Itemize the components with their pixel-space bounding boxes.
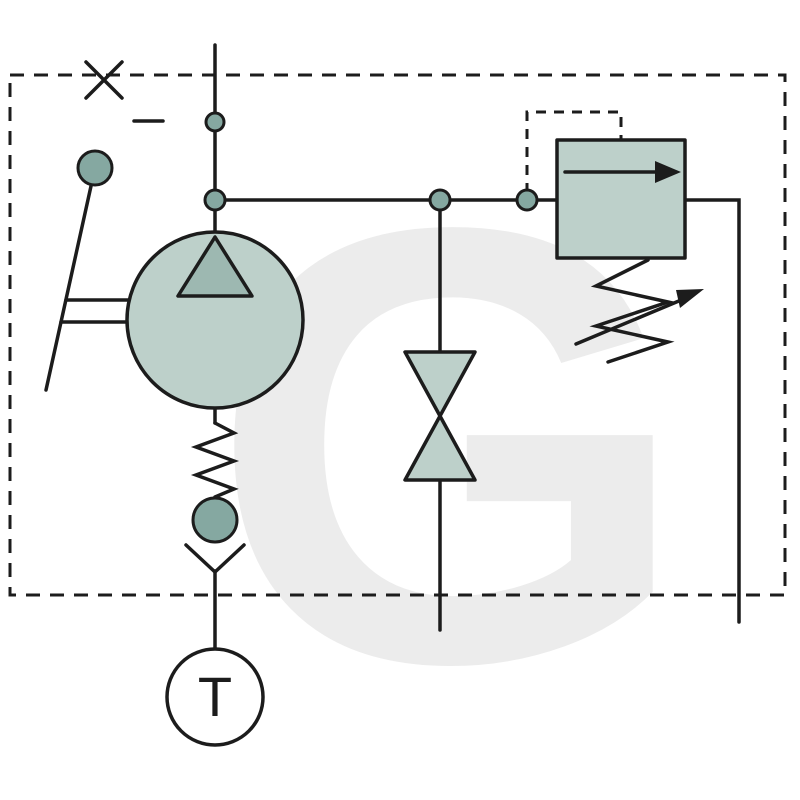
check-valve-seat xyxy=(184,543,246,575)
node-pilot-branch xyxy=(515,188,539,212)
conduit-lines xyxy=(213,43,741,651)
junction-nodes xyxy=(203,111,539,212)
tank-symbol: T xyxy=(165,647,265,747)
pump-body xyxy=(125,230,305,410)
adjustment-arrow-line xyxy=(574,296,688,346)
node-throttle-branch xyxy=(428,188,452,212)
lever-knob xyxy=(76,149,114,187)
relief-outlet-line xyxy=(683,198,741,624)
throttle-upper-triangle xyxy=(403,350,477,418)
node-pump-outlet xyxy=(203,188,227,212)
tank-label: T xyxy=(198,665,232,728)
pilot-line xyxy=(525,110,623,193)
check-valve-ball xyxy=(191,496,239,544)
throttle-lower-triangle xyxy=(403,414,477,482)
pump-lever xyxy=(44,166,97,392)
relief-valve-body xyxy=(555,138,687,260)
tank-circle xyxy=(165,647,265,747)
adjustment-arrowhead xyxy=(676,289,704,308)
relief-valve xyxy=(555,138,704,364)
system-boundary xyxy=(8,73,787,597)
check-valve xyxy=(184,421,246,575)
plugged-port-symbol xyxy=(84,60,165,123)
throttle-valve xyxy=(403,350,477,482)
hand-pump xyxy=(44,149,305,410)
relief-flow-arrowhead xyxy=(655,161,681,183)
flow-direction-triangle xyxy=(176,235,254,298)
plug-x-stroke-2 xyxy=(84,60,124,100)
relief-spring xyxy=(589,258,675,364)
check-valve-spring xyxy=(190,421,240,499)
node-top xyxy=(204,111,226,133)
